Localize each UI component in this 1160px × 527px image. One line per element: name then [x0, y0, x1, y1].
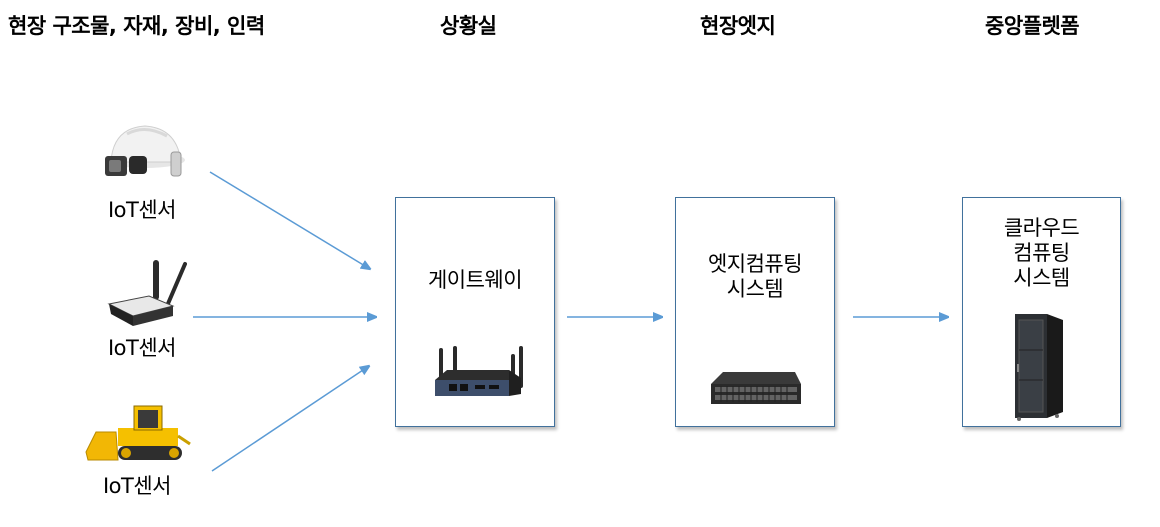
sensor-label: IoT센서 [107, 198, 177, 222]
gateway-box: 게이트웨이 [395, 197, 555, 427]
cloud-title-line2: 컴퓨팅 [1013, 241, 1070, 265]
wireless-router-icon [97, 258, 187, 330]
sensor-helmet: IoT센서 [72, 120, 212, 224]
header-field: 현장 구조물, 자재, 장비, 인력 [8, 14, 265, 38]
helmet-icon [97, 120, 187, 192]
sensor-bulldozer: IoT센서 [67, 402, 207, 500]
server-rack-icon [1011, 312, 1069, 422]
edge-computing-box: 엣지컴퓨팅 시스템 [675, 197, 835, 427]
arrow-helmet-to-gateway [209, 171, 370, 269]
gateway-router-icon [431, 344, 527, 406]
cloud-title-line1: 클라우드 [1003, 216, 1080, 240]
header-site-edge: 현장엣지 [700, 14, 776, 38]
sensor-label: IoT센서 [102, 474, 172, 498]
sensor-router: IoT센서 [72, 258, 212, 362]
edge-title-line1: 엣지컴퓨팅 [707, 252, 803, 276]
bulldozer-icon [82, 402, 192, 468]
gateway-title: 게이트웨이 [427, 268, 523, 292]
cloud-computing-box: 클라우드 컴퓨팅 시스템 [962, 197, 1121, 427]
cloud-title-line3: 시스템 [1013, 266, 1070, 290]
arrow-bulldozer-to-gateway [211, 366, 369, 472]
header-control-room: 상황실 [440, 14, 497, 38]
network-switch-icon [709, 370, 803, 408]
edge-title-line2: 시스템 [726, 277, 784, 301]
sensor-label: IoT센서 [107, 336, 177, 360]
header-central-platform: 중앙플렛폼 [985, 14, 1080, 38]
